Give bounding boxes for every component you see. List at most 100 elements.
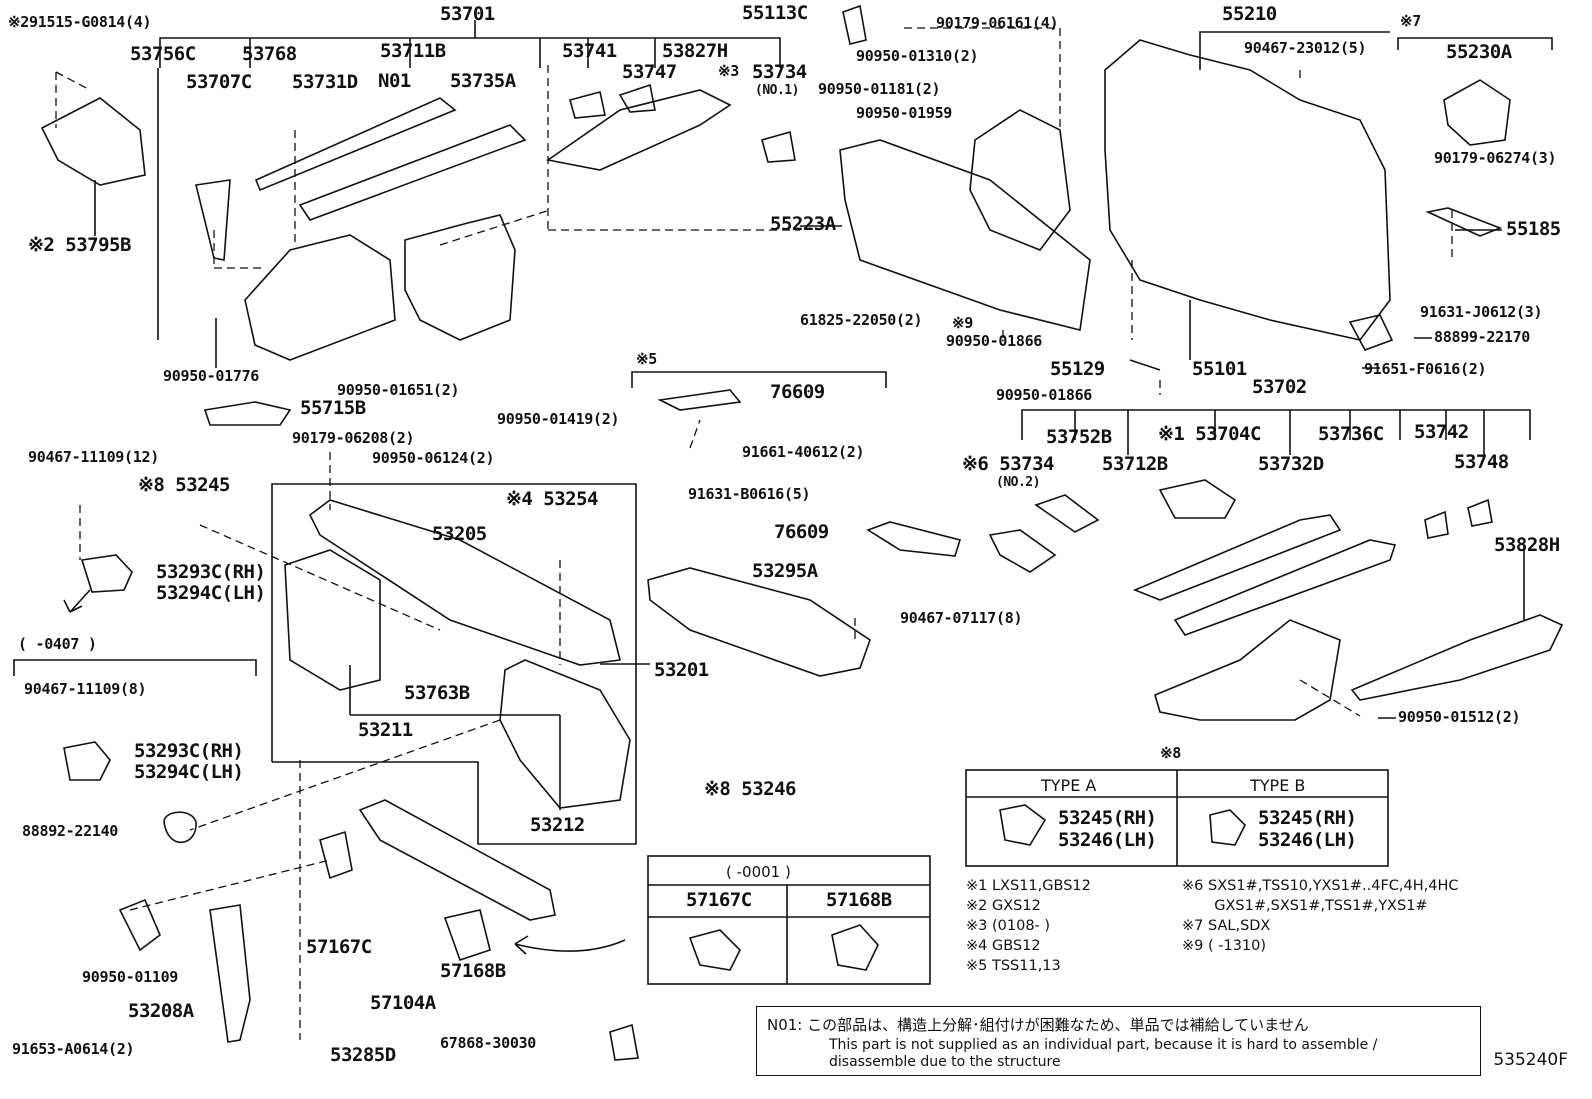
part-label: 55101 — [1192, 358, 1247, 380]
mid-table-col-b: 57168B — [826, 889, 892, 911]
part-label: 53212 — [530, 814, 585, 836]
part-label: 53208A — [128, 1000, 194, 1022]
legend-item: ※5 TSS11,13 — [966, 958, 1061, 974]
part-label: 90179-06208(2) — [292, 429, 415, 447]
part-label: 90467-07117(8) — [900, 609, 1023, 627]
part-label: 53748 — [1454, 451, 1509, 473]
note-english-2: disassemble due to the structure — [829, 1054, 1061, 1070]
legend-item: ※4 GBS12 — [966, 938, 1041, 954]
type-b-header: TYPE B — [1250, 776, 1306, 795]
mid-table-col-a: 57167C — [686, 889, 752, 911]
part-label: ※4 53254 — [506, 488, 599, 510]
part-label: 90950-01419(2) — [497, 410, 620, 428]
part-label: ( -0407 ) — [18, 635, 97, 653]
part-label: 53702 — [1252, 376, 1307, 398]
legend-left: ※1 LXS11,GBS12 ※2 GXS12 ※3 (0108- ) ※4 G… — [966, 876, 1091, 976]
legend-item: ※7 SAL,SDX — [1182, 918, 1271, 934]
part-label: (NO.1) — [755, 83, 799, 98]
note-japanese: N01: この部品は、構造上分解･組付けが困難なため、単品では補給していません — [767, 1016, 1309, 1034]
legend-item: ※3 (0108- ) — [966, 918, 1051, 934]
part-label: 53763B — [404, 682, 470, 704]
part-label: 53735A — [450, 70, 516, 92]
part-label: 53736C — [1318, 423, 1384, 445]
part-label: 53294C(LH) — [134, 761, 244, 783]
part-label: 53742 — [1414, 421, 1469, 443]
part-label: 53293C(RH) — [134, 740, 244, 762]
part-label: 53285D — [330, 1044, 396, 1066]
part-label: 61825-22050(2) — [800, 311, 923, 329]
part-label: ※7 — [1400, 12, 1421, 30]
part-label: 53294C(LH) — [156, 582, 266, 604]
part-label: 90950-01776 — [163, 367, 260, 385]
type-b-rh: 53245(RH) — [1258, 807, 1357, 829]
part-label: 90467-11109(8) — [24, 680, 147, 698]
part-label: 76609 — [770, 381, 825, 403]
part-label: 55129 — [1050, 358, 1105, 380]
part-label: 57104A — [370, 992, 436, 1014]
part-label: 90950-01651(2) — [337, 381, 460, 399]
part-label: 57167C — [306, 936, 372, 958]
part-label: ※8 — [1160, 744, 1181, 762]
part-label: 55230A — [1446, 41, 1512, 63]
legend-item: ※9 ( -1310) — [1182, 938, 1267, 954]
part-label: ※9 — [952, 314, 973, 332]
part-label: 90950-01866 — [996, 386, 1093, 404]
part-label: 88899-22170 — [1434, 328, 1531, 346]
part-label: 55185 — [1506, 218, 1561, 240]
part-label: 76609 — [774, 521, 829, 543]
part-label: 90950-06124(2) — [372, 449, 495, 467]
part-label: 53711B — [380, 40, 446, 62]
legend-item: GXS1#,SXS1#,TSS1#,YXS1# — [1182, 898, 1428, 914]
note-box: N01: この部品は、構造上分解･組付けが困難なため、単品では補給していません … — [756, 1006, 1481, 1076]
part-label: 90179-06274(3) — [1434, 149, 1557, 167]
type-a-header: TYPE A — [1041, 776, 1097, 795]
part-label: 53756C — [130, 43, 196, 65]
part-label: ※3 — [718, 62, 739, 80]
part-label: 90950-01181(2) — [818, 80, 941, 98]
part-label: N01 — [378, 70, 411, 92]
part-label: 53752B — [1046, 426, 1112, 448]
part-label: 55715B — [300, 397, 366, 419]
part-label: 55210 — [1222, 3, 1277, 25]
legend-item: ※2 GXS12 — [966, 898, 1041, 914]
part-label: 91651-F0616(2) — [1364, 360, 1487, 378]
type-a-lh: 53246(LH) — [1058, 829, 1157, 851]
part-label: 53712B — [1102, 453, 1168, 475]
legend-item: ※6 SXS1#,TSS10,YXS1#..4FC,4H,4HC — [1182, 878, 1459, 894]
part-label: 90950-01866 — [946, 332, 1043, 350]
part-label: 91661-40612(2) — [742, 443, 865, 461]
part-label: 53768 — [242, 43, 297, 65]
part-label: ※2 53795B — [28, 234, 131, 256]
part-label: 53828H — [1494, 534, 1560, 556]
type-a-rh: 53245(RH) — [1058, 807, 1157, 829]
part-label: 57168B — [440, 960, 506, 982]
note-english-1: This part is not supplied as an individu… — [829, 1037, 1378, 1053]
part-label: 53201 — [654, 659, 709, 681]
legend-right: ※6 SXS1#,TSS10,YXS1#..4FC,4H,4HC GXS1#,S… — [1182, 876, 1459, 956]
type-b-lh: 53246(LH) — [1258, 829, 1357, 851]
part-label: 53701 — [440, 3, 495, 25]
part-label: 53707C — [186, 71, 252, 93]
part-label: 53827H — [662, 40, 728, 62]
part-label: 53211 — [358, 719, 413, 741]
part-label: 91631-B0616(5) — [688, 485, 811, 503]
part-label: ※5 — [636, 350, 657, 368]
part-label: 90950-01959 — [856, 104, 953, 122]
part-label: 90950-01512(2) — [1398, 708, 1521, 726]
mid-table-header: ( -0001 ) — [726, 863, 791, 881]
part-label: 90467-11109(12) — [28, 448, 159, 466]
part-label: ※291515-G0814(4) — [8, 13, 152, 31]
part-label: ※6 53734 — [962, 453, 1055, 475]
part-label: 90950-01109 — [82, 968, 179, 986]
part-label: 91653-A0614(2) — [12, 1040, 135, 1058]
part-label: 55113C — [742, 2, 808, 24]
part-label: 53295A — [752, 560, 818, 582]
part-label: 53205 — [432, 523, 487, 545]
part-label: 90950-01310(2) — [856, 47, 979, 65]
part-label: 90179-06161(4) — [936, 14, 1059, 32]
part-label: 53741 — [562, 40, 617, 62]
part-label: ※8 53245 — [138, 474, 231, 496]
part-label: 88892-22140 — [22, 822, 119, 840]
part-label: 53293C(RH) — [156, 561, 266, 583]
part-label: 67868-30030 — [440, 1034, 537, 1052]
